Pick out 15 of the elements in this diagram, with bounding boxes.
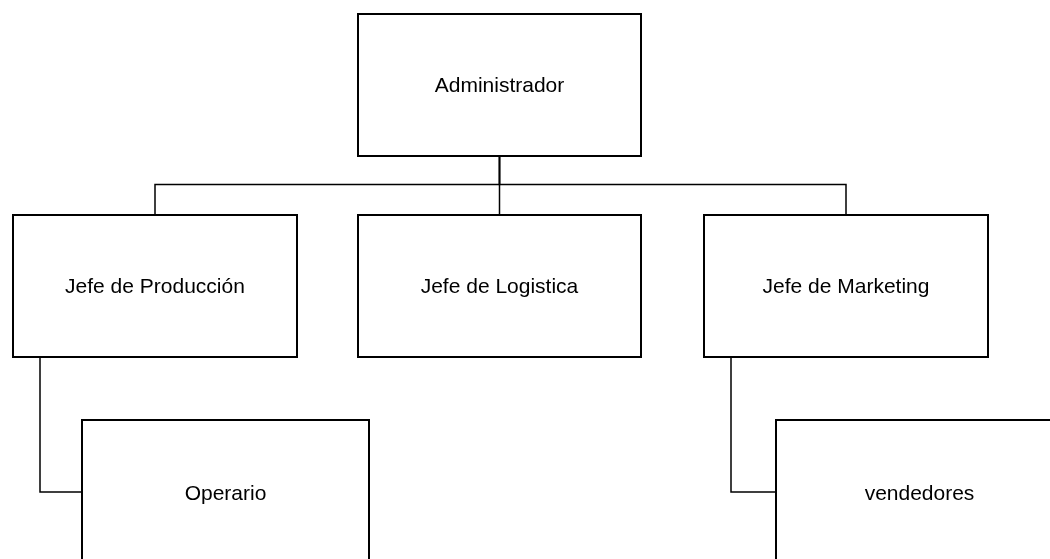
- connector-line: [39, 357, 82, 493]
- org-box: [81, 419, 370, 559]
- role-label: Jefe de Producción: [65, 274, 245, 298]
- org-box: [12, 214, 298, 358]
- org-box: [703, 214, 989, 358]
- role-label: Jefe de Logistica: [420, 274, 579, 298]
- role-label: Operario: [184, 481, 267, 505]
- org-box: [775, 419, 1050, 559]
- role-label: Jefe de Marketing: [762, 274, 930, 298]
- connector-line: [730, 357, 776, 493]
- role-label: vendedores: [864, 481, 975, 505]
- connector-line: [498, 156, 847, 215]
- org-box: [357, 214, 642, 358]
- role-label: Administrador: [434, 73, 565, 97]
- org-box: [357, 13, 642, 157]
